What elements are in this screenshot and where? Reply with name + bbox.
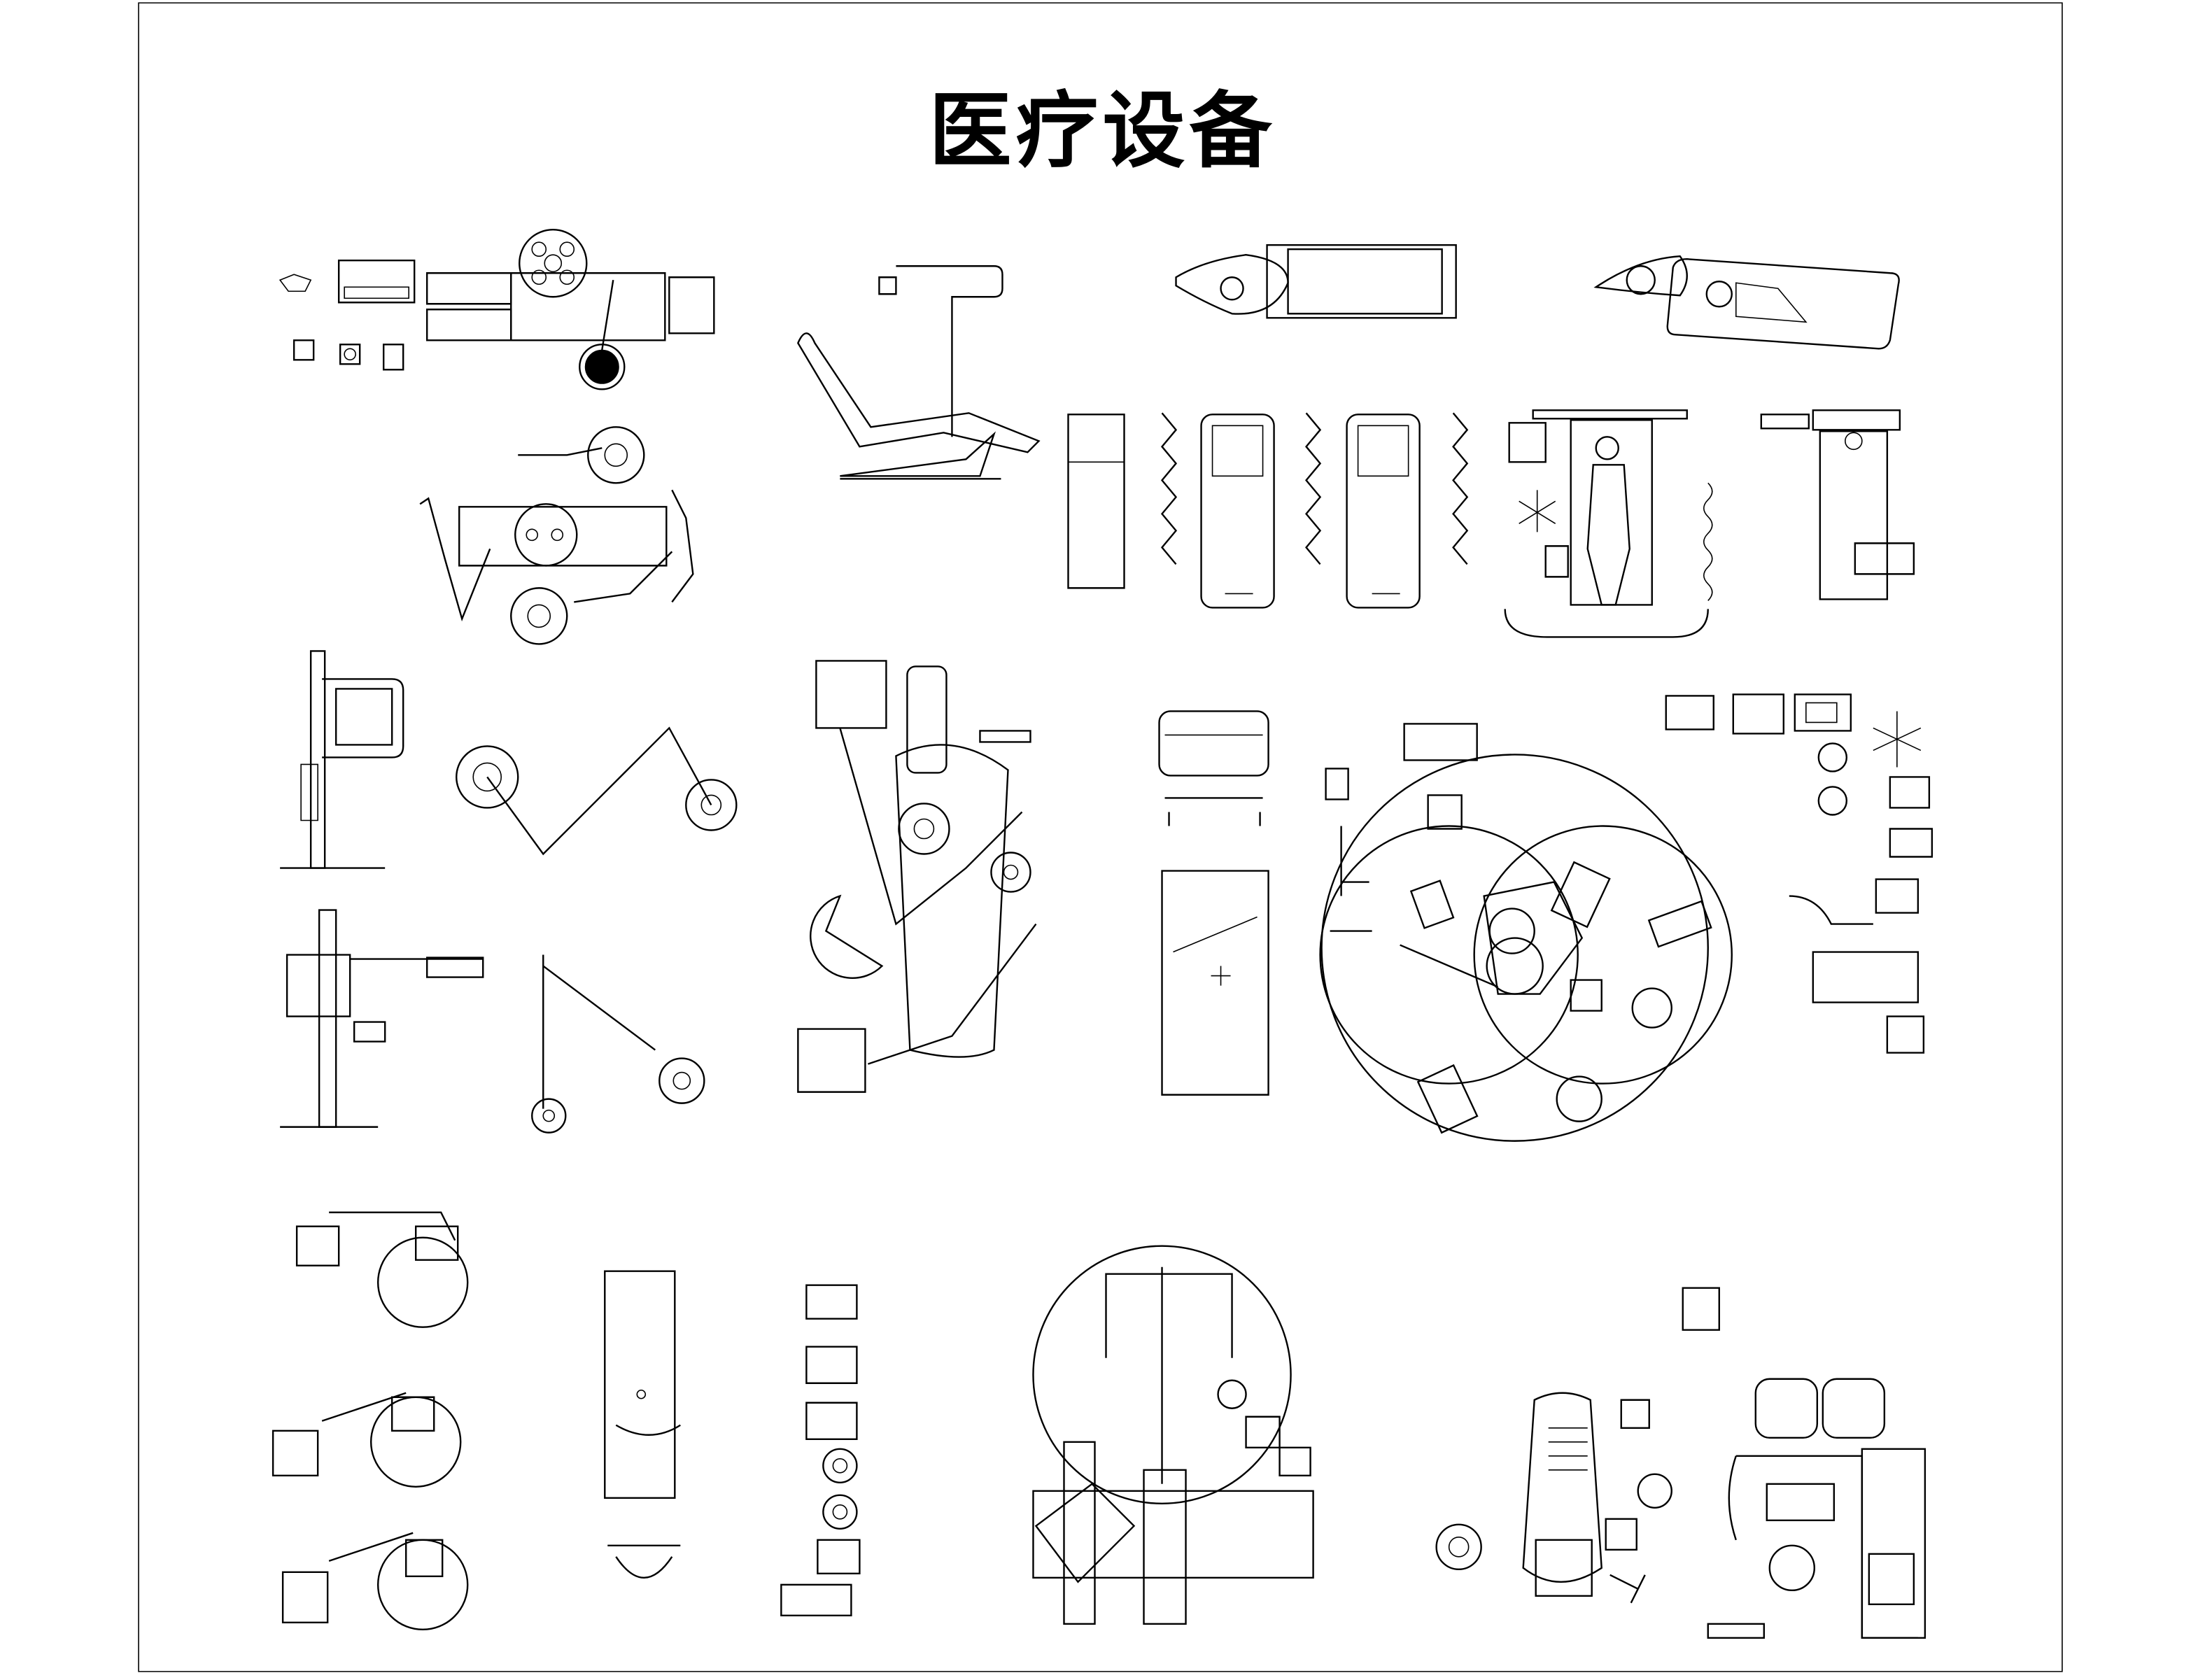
gurney-row [1068, 413, 1467, 607]
suspended-lamp [532, 955, 704, 1133]
dental-unit-top-view [798, 661, 1036, 1092]
xray-stand [280, 910, 483, 1127]
hospital-bed [1160, 711, 1269, 1094]
panoramic-xray-unit [280, 651, 403, 868]
articulated-lamp [456, 728, 736, 854]
surgery-table-patient [1505, 410, 1712, 637]
operating-table-end [1761, 410, 1914, 599]
stretcher-top-view [1176, 245, 1456, 318]
reception-desk [1708, 1379, 1925, 1638]
operating-room-layout [1320, 723, 1732, 1141]
drawing-frame [139, 3, 2062, 1672]
equipment-cluster-right [1666, 694, 1932, 1052]
dental-chair-side [798, 266, 1038, 479]
sink-cabinet [605, 1271, 680, 1578]
operating-table-lamp [280, 230, 714, 389]
stool-column [781, 1285, 859, 1616]
ceiling-pendant-arms [420, 427, 693, 644]
radiography-suite [1033, 1246, 1313, 1624]
dental-chair-stack [273, 1213, 467, 1630]
bed-with-patient [1596, 256, 1899, 348]
dental-chair-top [1437, 1288, 1719, 1603]
sheet-title: 医疗设备 [929, 83, 1276, 179]
